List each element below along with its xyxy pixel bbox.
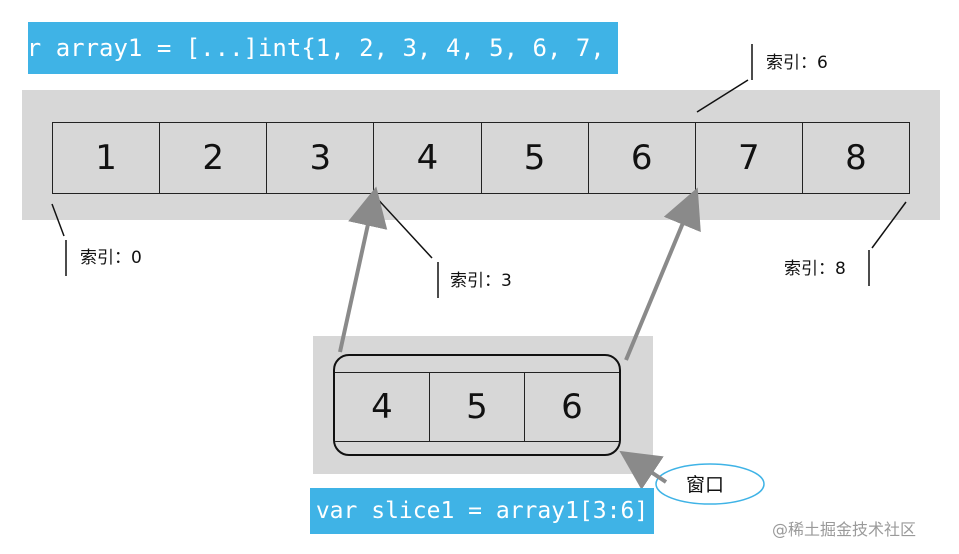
- index-3-pointer: [372, 193, 433, 259]
- window-pointer-arrow: [619, 450, 668, 490]
- array-cell: 8: [845, 138, 867, 178]
- index-8-label: 索引：8: [784, 259, 846, 279]
- array-cell: 5: [482, 123, 589, 193]
- array-cell: 2: [160, 123, 268, 193]
- array-cell: 7: [696, 123, 803, 193]
- slice-cell: 4: [335, 373, 430, 441]
- array-row: 1 2 3 4 5 6 7 8: [52, 122, 910, 194]
- slice-cell: 5: [430, 373, 525, 441]
- array-cell: 3: [267, 123, 375, 193]
- slice-window: 4 5 6: [333, 354, 621, 456]
- window-label: 窗口: [686, 474, 725, 496]
- array-declaration-banner: var array1 = [...]int{1, 2, 3, 4, 5, 6, …: [0, 22, 648, 74]
- slice-declaration-banner: var slice1 = array1[3:6]: [310, 488, 654, 534]
- slice-start-arrow: [338, 186, 388, 353]
- slice-background-band: [313, 336, 653, 474]
- array-cell: 4: [374, 123, 482, 193]
- index-0-label: 索引：0: [80, 248, 142, 268]
- index-6-label: 索引：6: [766, 53, 828, 73]
- slice-cell: 6: [561, 387, 583, 427]
- slice-end-arrow: [624, 187, 701, 361]
- array-cell: 1: [53, 123, 161, 193]
- index-6-pointer: [696, 79, 749, 113]
- array-cell: 6: [589, 123, 696, 193]
- watermark: @稀土掘金技术社区: [772, 520, 917, 539]
- index-3-label: 索引：3: [450, 271, 512, 291]
- slice-row: 4 5 6: [335, 372, 619, 442]
- index-0-pointer: [51, 203, 65, 237]
- index-8-pointer: [871, 201, 907, 249]
